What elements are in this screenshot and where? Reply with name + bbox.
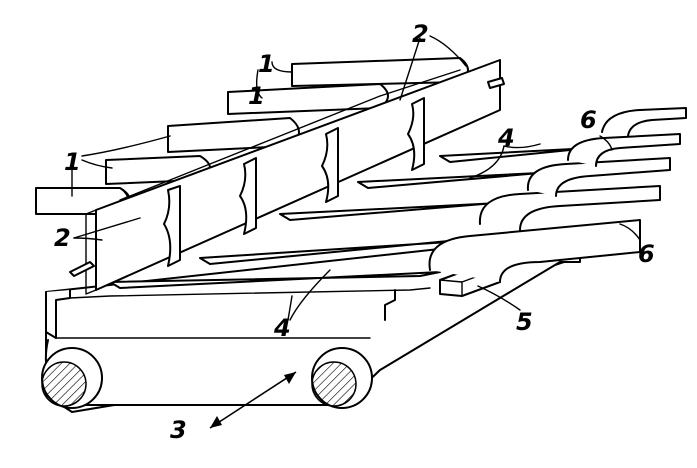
label-3: 3	[170, 416, 187, 444]
label-4-upper: 4	[497, 124, 515, 152]
label-1-left: 1	[64, 148, 81, 176]
label-6-lower: 6	[638, 240, 655, 268]
label-4-lower: 4	[273, 314, 291, 342]
leader-lines	[71, 35, 641, 321]
label-2-left: 2	[54, 224, 71, 252]
reference-numerals: 1 1 1 2 2 3 4 4 5 6 6	[54, 20, 655, 444]
right-roller	[311, 347, 373, 409]
bent-strips	[428, 107, 687, 283]
label-5: 5	[516, 308, 533, 336]
direction-arrow	[209, 371, 297, 429]
left-roller	[41, 347, 103, 409]
label-1-top: 1	[258, 50, 275, 78]
label-1-second: 1	[248, 82, 265, 110]
label-2-top: 2	[412, 20, 429, 48]
label-6-upper: 6	[580, 106, 597, 134]
plates	[69, 59, 505, 295]
